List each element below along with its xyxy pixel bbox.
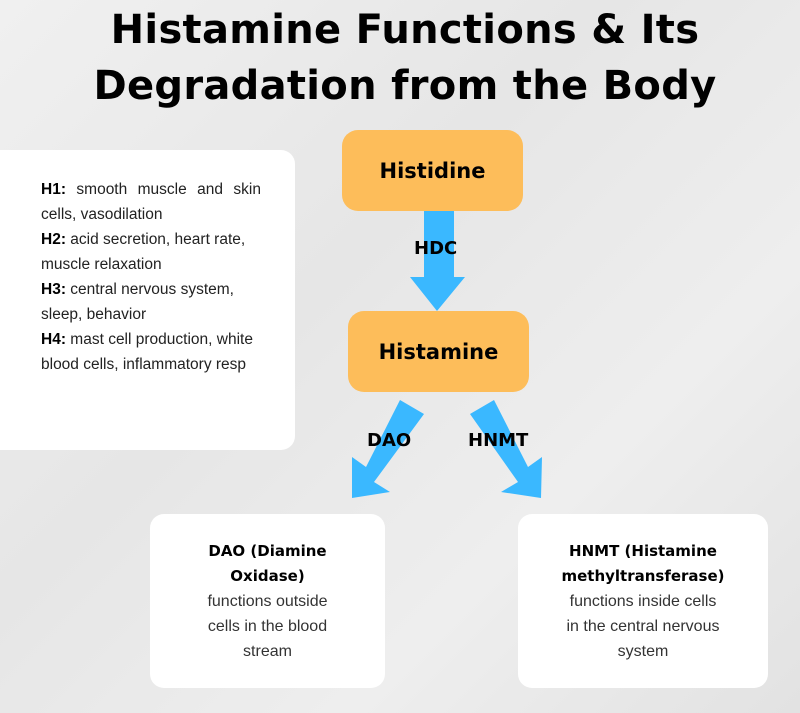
receptor-text: acid secretion, heart rate, muscle relax…	[41, 231, 246, 273]
receptor-label: H2:	[41, 231, 66, 248]
receptor-label: H1:	[41, 181, 66, 198]
receptor-text: central nervous system, sleep, behavior	[41, 281, 234, 323]
histamine-node: Histamine	[348, 311, 529, 392]
dao-label: DAO	[367, 430, 412, 451]
hnmt-arrow	[470, 400, 542, 498]
receptor-info-card	[0, 150, 295, 450]
hnmt-title-2: methyltransferase)	[561, 566, 725, 585]
receptor-label: H3:	[41, 281, 66, 298]
histidine-node: Histidine	[342, 130, 523, 211]
dao-desc: functions outside	[207, 592, 328, 610]
hnmt-title: HNMT (Histamine	[569, 541, 717, 560]
hdc-label: HDC	[414, 238, 458, 259]
title-line-2: Degradation from the Body	[93, 63, 717, 109]
hnmt-desc-2: in the central nervous	[566, 617, 720, 635]
receptor-text: mast cell production, white blood cells,…	[41, 331, 253, 373]
hnmt-desc: functions inside cells	[569, 592, 717, 610]
hnmt-desc-3: system	[617, 642, 669, 660]
dao-title: DAO (Diamine	[208, 541, 327, 560]
receptor-h4: H4: mast cell production, white blood ce…	[41, 327, 261, 377]
dao-desc-3: stream	[243, 642, 292, 660]
page-title: Histamine Functions & Its Degradation fr…	[0, 2, 800, 114]
receptor-label: H4:	[41, 331, 66, 348]
receptor-h3: H3: central nervous system, sleep, behav…	[41, 277, 261, 327]
receptor-h2: H2: acid secretion, heart rate, muscle r…	[41, 227, 261, 277]
dao-arrow	[352, 400, 424, 498]
receptor-list: H1: smooth muscle and skin cells, vasodi…	[41, 177, 261, 377]
title-line-1: Histamine Functions & Its	[110, 7, 700, 53]
dao-title-2: Oxidase)	[230, 566, 305, 585]
hnmt-label: HNMT	[468, 430, 529, 451]
hdc-arrow	[410, 210, 465, 311]
receptor-h1: H1: smooth muscle and skin cells, vasodi…	[41, 177, 261, 227]
dao-desc-2: cells in the blood	[207, 617, 328, 635]
receptor-text: smooth muscle and skin cells, vasodilati…	[41, 181, 261, 223]
hnmt-outcome-card: HNMT (Histamine methyltransferase) funct…	[518, 514, 768, 688]
dao-outcome-card: DAO (Diamine Oxidase) functions outside …	[150, 514, 385, 688]
